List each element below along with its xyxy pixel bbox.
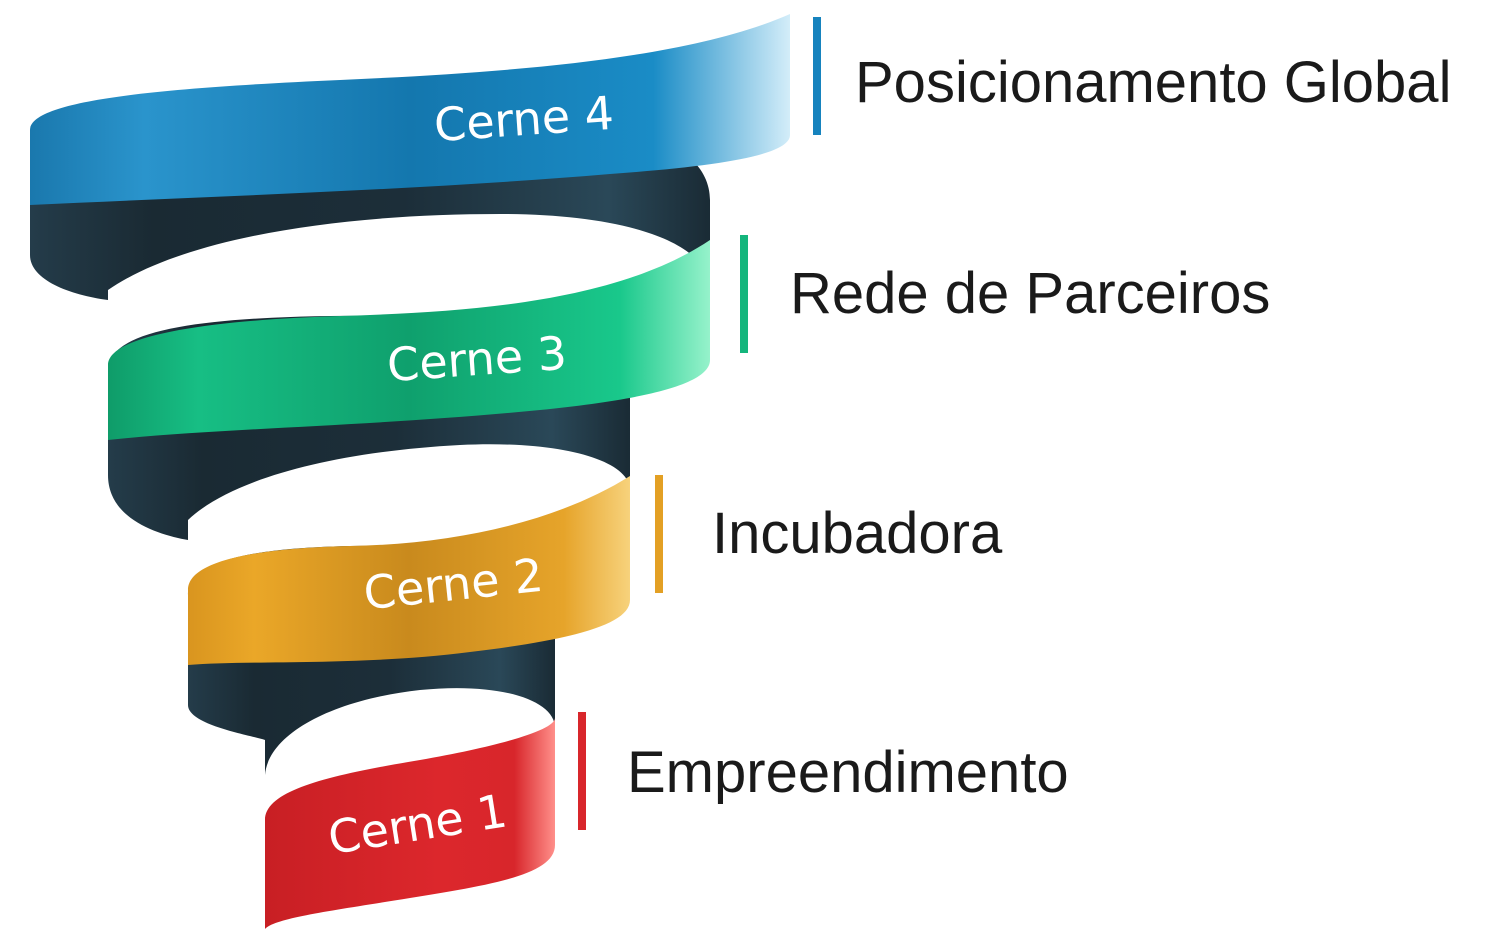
band-cerne-4 [30, 14, 790, 205]
stage-title-empreendimento: Empreendimento [627, 740, 1069, 805]
marker-bar-cerne-4 [813, 17, 821, 135]
band-label-cerne-4: Cerne 4 [432, 86, 615, 152]
band-cerne-2 [188, 476, 630, 665]
band-label-cerne-3: Cerne 3 [385, 326, 568, 392]
stage-title-rede-de-parceiros: Rede de Parceiros [790, 261, 1270, 326]
marker-bar-cerne-1 [578, 712, 586, 830]
marker-bar-cerne-2 [655, 475, 663, 593]
stage-title-posicionamento-global: Posicionamento Global [855, 50, 1451, 115]
band-cerne-3 [108, 240, 710, 440]
band-cerne-1 [265, 718, 555, 929]
stage-title-incubadora: Incubadora [712, 501, 1003, 566]
marker-bar-cerne-3 [740, 235, 748, 353]
